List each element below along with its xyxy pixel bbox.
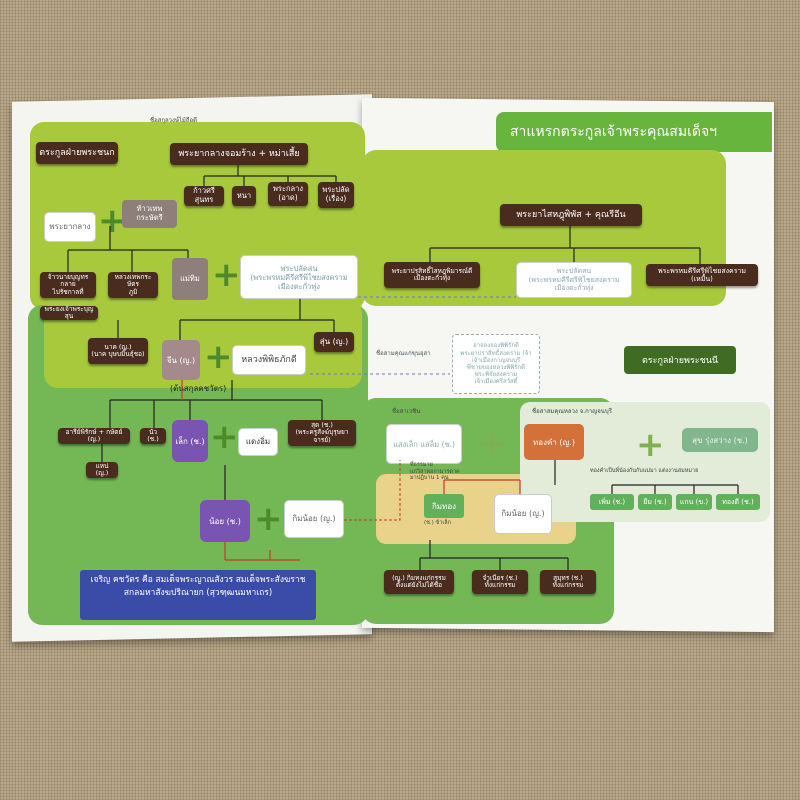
maternal-child-1: เพิ่ม (ช.): [590, 494, 634, 510]
maternal-child-4: ทองดี (ช.): [716, 494, 760, 510]
left-child-3: พระกลาง (อาด): [268, 182, 308, 206]
kim-tong-note: (ช.) ข้าเล็ก: [424, 520, 451, 526]
sibling-1: อารีย์พิรักษ์ + กษัตย์ (ญ.): [58, 428, 130, 444]
ton-sakun-label: (ต้นสกุลคชวัตร): [170, 384, 227, 393]
kim-noi-right-box: กิมน้อย (ญ.): [494, 494, 552, 534]
left-child-2: หนา: [232, 186, 256, 206]
chin-box: จีน (ญ.): [162, 340, 200, 380]
maternal-label: ตระกูลฝ่ายพระชนนี: [624, 346, 736, 374]
child-left: พระยาปรุสิทธิ์ไสหฎุพิมารณ์ดี เมืองตะกั่ว…: [384, 262, 480, 288]
left-child-1: ก้าวศรีสุนทร: [184, 186, 224, 206]
left-paternal-label: ตระกูลฝ่ายพระชนก: [36, 142, 118, 164]
sun-box: สุ่น (ญ.): [314, 332, 354, 352]
kim-tong-box: กิมทอง: [424, 494, 464, 518]
note-grandfather: ชื่อสาสมคุณหลวง จ.กาญจนบุรี: [532, 408, 612, 415]
gen2-left: จ้าวนายบุญทรกลาย ไปรัชกาลที่: [40, 272, 96, 298]
plus-icon: +: [204, 337, 233, 377]
plus-icon: +: [210, 417, 239, 457]
nak-box: นาค (ญ.) (นาค บุษบมิ้นธุ์ชอ): [88, 338, 148, 364]
note-mother-side: ชื่อสาเวชิน: [392, 408, 421, 415]
grandchild-3: สมุทร (ช.) ทั้งแก่กรรม: [540, 570, 596, 594]
maternal-parent-right: สุข รุ่งสว่าง (ช.): [682, 428, 758, 452]
luang-phiphit-box: หลวงพิพิธภักดี: [232, 345, 306, 375]
top-couple-box: พระยาไสหฎุพิพัส + คุณรีอีน: [500, 204, 642, 226]
left-header-note: ชื่อสกุลวงษ์ไม้ถือดี: [150, 117, 198, 124]
grandchild-2: จำเนียร (ช.) ทั้งแก่กรรม: [472, 570, 528, 594]
royal-note: พระยงเจ้าพระบุญสุน: [40, 305, 98, 320]
maternal-parent-mid: ทองคำ (ญ.): [524, 424, 584, 460]
daeng-im-box: แดงอิ่ม: [238, 428, 278, 456]
plus-icon: +: [212, 255, 241, 295]
grandfather-box: พระยากลาง: [44, 212, 96, 242]
pad-box: แหน่ (ญ.): [86, 462, 118, 478]
plus-icon: +: [636, 425, 665, 465]
small-note-left: ที่ธรรมาย แก่วิสาหอกามารดาด มาปฏิบาน 1 ค…: [410, 462, 460, 482]
left-child-4: พระปลัด (เรื่อง): [318, 182, 354, 208]
siblings-note: ทองคำเป็นพี่น้องกันกับแม่มา แต่งงานสมหมา…: [590, 468, 699, 474]
mae-thim-box: แม่ทิม: [172, 258, 208, 300]
footer-line-2: สกลมหาสังฆปริณายก (สุวฑฺฒนมหาเถร): [123, 587, 273, 598]
maternal-child-2: ยืม (ช.): [638, 494, 672, 510]
child-mid: พระปลัดสน (พระพรหมคีรีศรีพิไชยสงคราม เมื…: [516, 262, 632, 298]
sibling-2: นัว (ช.): [140, 428, 166, 444]
plus-icon: +: [478, 423, 507, 463]
child-right: พระพรหมคีรีศรีพิไชยสงคราม (เหมื้น): [646, 264, 758, 286]
phra-palat-son-box: พระปลัดสน (พระพรหมคีรีศรีพิไชยสงคราม เมื…: [240, 255, 358, 299]
left-top-couple: พระยากลางจอมร้าง + หม่าเสี้ย: [170, 143, 308, 165]
gen2-right: หลวงเทพกระษัตร ภูมิ: [108, 272, 158, 298]
footer-line-1: เจริญ คชวัตร คือ สมเด็จพระญาณสังวร สมเด็…: [90, 575, 306, 585]
kim-noi-box: กิมน้อย (ญ.): [284, 500, 344, 538]
footer-caption: เจริญ คชวัตร คือ สมเด็จพระญาณสังวร สมเด็…: [80, 570, 316, 620]
lek-box: เล็ก (ช.): [172, 420, 208, 462]
grandchild-1: (ญ.) กิมทงแก่กรรม ตั้งแต่ยังไม่ได้ชื่อ: [384, 570, 454, 594]
noi-box: น้อย (ช.): [200, 500, 250, 542]
sud-box: สุด (ช.) (พระครูสังฆ์บุรุษยาจารย์): [288, 420, 356, 446]
maternal-parent-left: แสงเล็ก แสล็ม (ช.): [386, 424, 462, 464]
page-title: สาแหรกตระกูลเจ้าพระคุณสมเด็จฯ: [496, 112, 772, 152]
maternal-child-3: แกน (ข.): [676, 494, 712, 510]
grandmother-box: ท้าวเทพกระษัตรี: [122, 200, 177, 228]
note-name-box: อาจองจองพิพิรักดี พระยาปราสิทธิ์สงคราม (…: [452, 334, 540, 394]
note-khun-kaeo: ชื่อสามคุณแก่ขุนอุสา: [376, 350, 431, 357]
plus-icon: +: [254, 499, 283, 539]
